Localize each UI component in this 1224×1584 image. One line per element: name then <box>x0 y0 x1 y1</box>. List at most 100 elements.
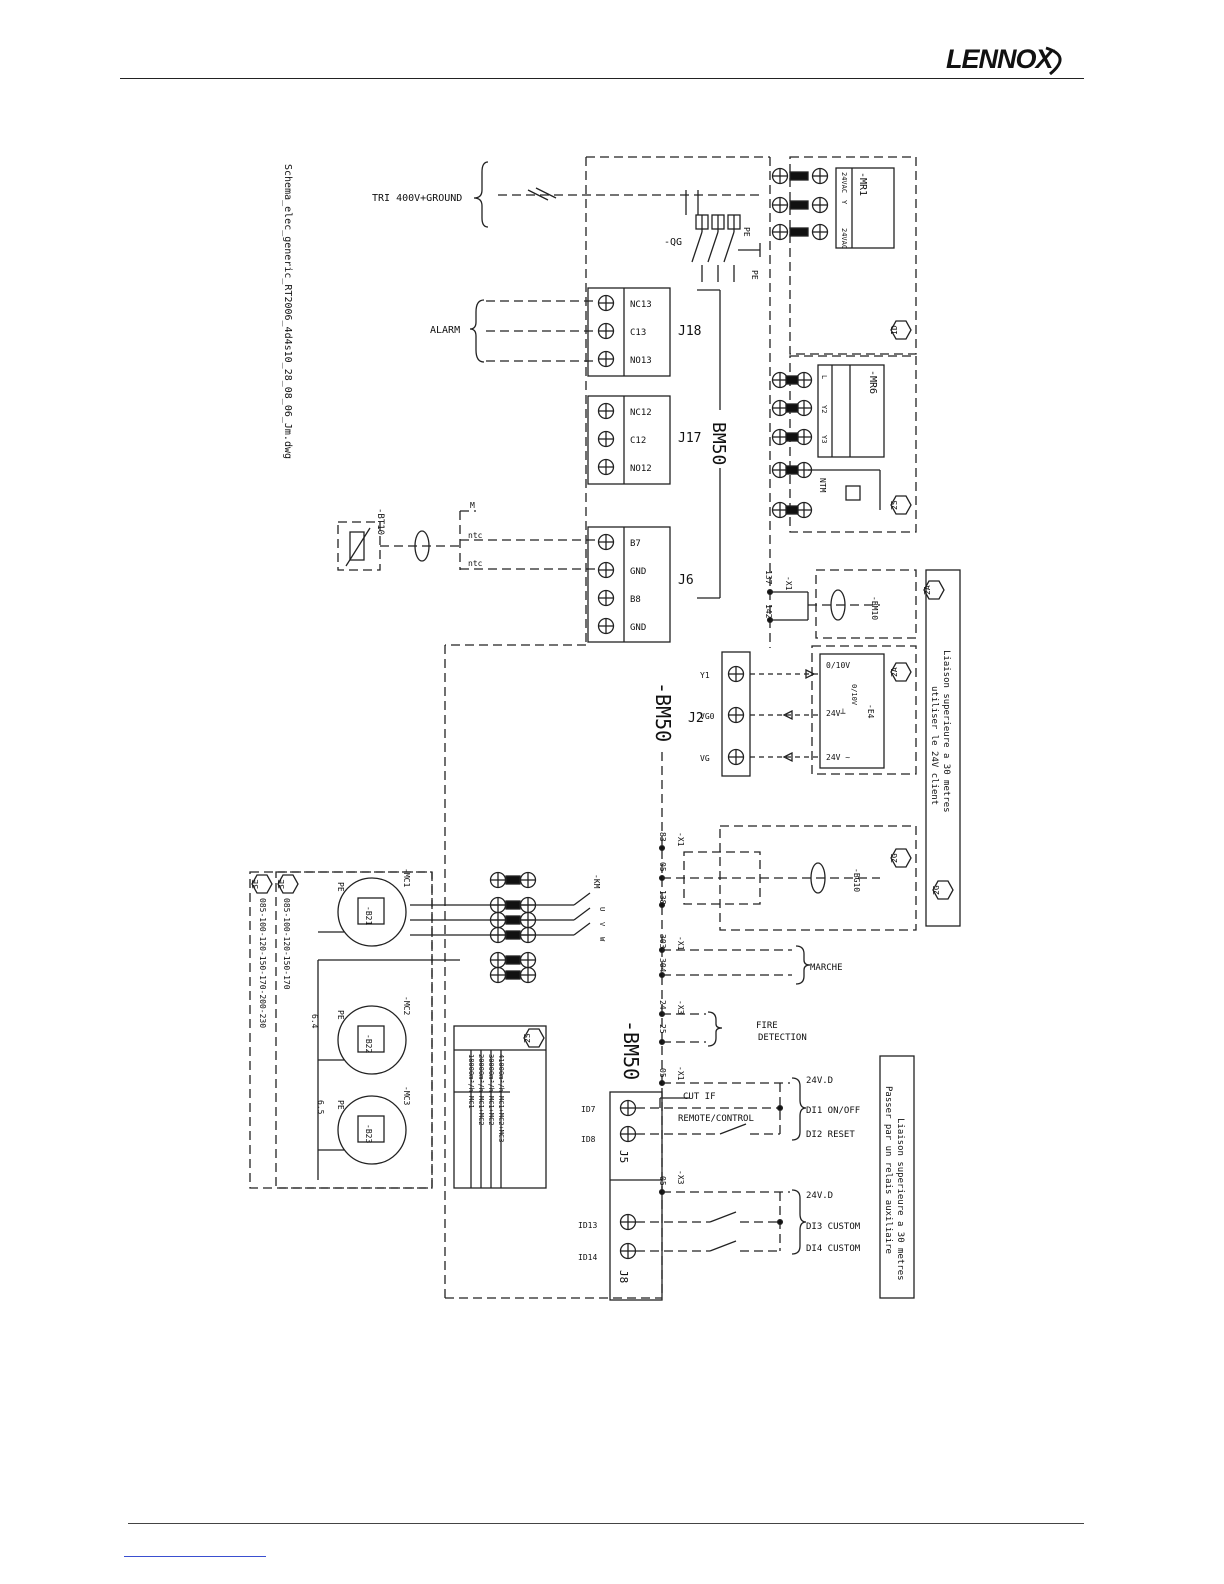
model-list: 085-100-120-150-170-200-230 <box>258 898 267 1028</box>
di-brace-icon <box>791 1189 807 1255</box>
fan-motor-core-icon <box>357 897 385 925</box>
j8-label: J8 <box>617 1270 630 1283</box>
j5-label: J5 <box>617 1150 630 1163</box>
fan-mm-label: 6.5 <box>316 1100 325 1115</box>
x3-label: -X3 <box>676 1170 685 1185</box>
di4-label: DI4 CUSTOM <box>806 1244 861 1254</box>
bg10-zone <box>719 825 917 931</box>
fan-pe-label: PE <box>336 1010 345 1020</box>
fan-motor-icon <box>337 877 407 947</box>
j2-label: J2 <box>688 711 704 726</box>
j17-pin-label: NC12 <box>630 408 652 418</box>
j6-label: J6 <box>678 573 694 588</box>
di4-switch-icon <box>709 1240 737 1252</box>
j5-bm50-label: -BM50 <box>619 1020 643 1080</box>
zone-code: 2G <box>890 853 899 863</box>
zone-code: 2S <box>523 1033 532 1043</box>
zone-tag-icon <box>251 874 273 894</box>
zone-code: 2A <box>923 585 932 595</box>
fire-brace-icon <box>707 1011 723 1047</box>
thermistor-icon <box>349 531 365 561</box>
e4-io-label: 0/10V <box>826 661 850 670</box>
mr1-box <box>835 167 895 249</box>
airflow-cell: MC1+MC2 <box>477 1096 485 1126</box>
j6-pin-label: GND <box>630 567 646 577</box>
drawing-file-label: Schema_elec_generic_RT2006_4d4s10_28_08_… <box>282 164 293 459</box>
qg-contact <box>707 231 719 263</box>
j5-pin-label: ID8 <box>581 1135 596 1144</box>
x3-num: 05 <box>658 1176 667 1186</box>
qg-contact <box>691 231 703 263</box>
diagram-body: Schema_elec_generic_RT2006_4d4s10_28_08_… <box>249 156 961 1301</box>
cable-tick <box>527 189 549 201</box>
di3-label: DI3 CUSTOM <box>806 1222 861 1232</box>
km-contact-icon <box>573 907 591 921</box>
x1-label: -X1 <box>784 576 793 591</box>
supply-brace-icon <box>473 161 489 228</box>
mr6-ferrule-icon <box>785 465 799 475</box>
airflow-cell: 41000m³/h <box>497 1054 505 1092</box>
mr1-label: -MR1 <box>857 172 868 196</box>
x3-num: 24 <box>658 1000 667 1010</box>
fuse-icon <box>695 214 709 230</box>
motor-label: -B21 <box>364 906 373 925</box>
fan-motor-icon <box>337 1005 407 1075</box>
zone-tag-icon <box>277 874 299 894</box>
mr6-ferrule-icon <box>785 375 799 385</box>
bm10-label: -BM10 <box>870 596 879 620</box>
fan-pe-label: PE <box>336 1100 345 1110</box>
fan-label: -MC1 <box>402 868 411 887</box>
j17-box <box>587 395 671 485</box>
cut-label: CUT IF <box>683 1092 716 1102</box>
cable-tick <box>535 187 557 199</box>
j6-pin-label: GND <box>630 623 646 633</box>
zone-tag-icon <box>523 1028 545 1048</box>
j6-pin-label: B7 <box>630 539 641 549</box>
di-24vd-label: 24V.D <box>806 1191 833 1201</box>
ntm-contact-icon <box>845 485 861 501</box>
footer-link[interactable] <box>124 1556 266 1557</box>
cable-shield-icon <box>414 530 430 562</box>
mr6-ferrule-icon <box>785 403 799 413</box>
mr1-pin-label: 24VAC <box>840 228 848 249</box>
j8-pin-label: ID14 <box>578 1253 597 1262</box>
fans-zone <box>275 871 433 1189</box>
x1-num: 83 <box>658 832 667 842</box>
fan-motor-icon <box>337 1095 407 1165</box>
logo-swoosh-icon <box>1045 46 1062 76</box>
j6-box <box>587 526 671 643</box>
fan-ferrule-icon <box>505 955 521 965</box>
di2-label: DI2 RESET <box>806 1130 855 1140</box>
e4-zone <box>811 645 917 775</box>
fire-label: DETECTION <box>758 1033 807 1043</box>
mr6-box <box>817 364 885 458</box>
pe-label: PE <box>742 227 751 237</box>
j17-label: J17 <box>678 431 701 446</box>
di2-switch-icon <box>719 1123 747 1135</box>
e4-box <box>819 653 885 769</box>
j17-pin-label: NO12 <box>630 464 652 474</box>
airflow-cell: 18000m³/h <box>467 1054 475 1092</box>
bm50-label: BM50 <box>708 422 729 465</box>
junction-dot-icon <box>776 1104 784 1112</box>
note-upper-box <box>925 569 961 927</box>
m-label: M <box>470 501 475 510</box>
mr6-pin-label: Y2 <box>820 405 828 413</box>
fuse-icon <box>711 214 725 230</box>
fuse-icon <box>727 214 741 230</box>
bg10-label: -BG10 <box>852 868 861 892</box>
x1-num: 05 <box>658 862 667 872</box>
mr6-label: -MR6 <box>867 370 878 394</box>
airflow-cell: MC1+MC2 <box>487 1096 495 1126</box>
ntc-label: ntc <box>468 531 483 540</box>
fire-label: FIRE <box>756 1021 778 1031</box>
qg-contact <box>723 231 735 263</box>
zone-code: 1D <box>890 325 899 335</box>
cable-shield-icon <box>810 862 826 894</box>
fans-outer-zone <box>249 871 433 1189</box>
note-upper-line: Liaison superieure a 30 metres <box>941 650 951 813</box>
note-upper-line: utiliser le 24V client <box>929 686 939 805</box>
zone-code: 2S <box>890 500 899 510</box>
j2-pin-label: Y1 <box>700 671 710 680</box>
